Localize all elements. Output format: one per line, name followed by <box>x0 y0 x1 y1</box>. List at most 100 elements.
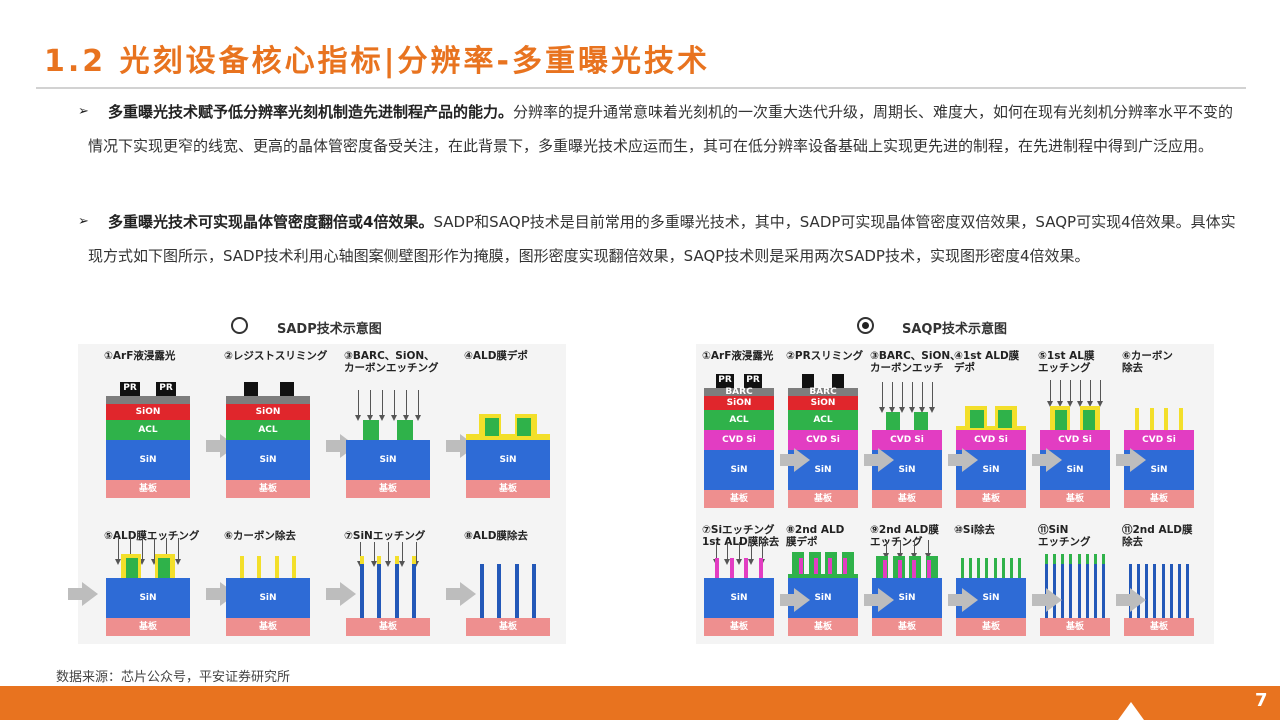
pr-block <box>832 374 844 388</box>
carbon-mandrel <box>517 418 532 436</box>
step-label: ③BARC、SiON、 カーボンエッチ <box>870 350 961 374</box>
layer-sub: 基板 <box>106 618 190 636</box>
ald2-spacer <box>1017 558 1021 578</box>
bullet-arrow-icon: ➢ <box>78 104 89 119</box>
layer-sub: 基板 <box>704 618 774 636</box>
si-mandrel <box>912 560 917 578</box>
page-title: 1.2 光刻设备核心指标|分辨率-多重曝光技术 <box>44 44 710 79</box>
layer-sion: SiON <box>788 396 858 410</box>
etch-ray-icon <box>415 390 421 421</box>
etch-ray-icon <box>403 390 409 421</box>
ald2-spacer <box>1093 554 1097 564</box>
process-arrow-icon <box>1116 588 1146 612</box>
layer-sub: 基板 <box>956 618 1026 636</box>
layer-sub: 基板 <box>106 480 190 498</box>
layer-sub: 基板 <box>1040 490 1110 508</box>
pr-block: PR <box>744 374 762 388</box>
si-mandrel <box>798 558 803 578</box>
layer-sub: 基板 <box>872 618 942 636</box>
layer-sub: 基板 <box>466 618 550 636</box>
process-arrow-icon <box>446 582 476 606</box>
etch-ray-icon <box>379 390 385 421</box>
step-label: ②PRスリミング <box>786 350 864 362</box>
step-label: ⑪SiN エッチング <box>1038 524 1091 548</box>
title-divider <box>36 87 1246 89</box>
step-label: ⑪2nd ALD膜 除去 <box>1122 524 1193 548</box>
spacer <box>412 556 417 564</box>
process-arrow-icon <box>1032 588 1062 612</box>
etch-ray-icon <box>911 540 917 559</box>
sin-line <box>479 564 484 618</box>
layer-cvd: CVD Si <box>788 430 858 450</box>
process-arrow-icon <box>1116 448 1146 472</box>
etch-ray-icon <box>929 382 935 413</box>
sin-line <box>359 564 364 618</box>
etch-ray-icon <box>736 542 742 565</box>
sin-line <box>1153 564 1157 618</box>
layer-sub: 基板 <box>346 618 430 636</box>
pr-block <box>280 382 294 396</box>
bullet-2-text: SADP和SAQP技术是目前常用的多重曝光技术，其中，SADP可实现晶体管密度双… <box>88 213 1236 265</box>
carbon-mandrel <box>1055 410 1068 430</box>
layer-acl: ACL <box>788 410 858 430</box>
ald2-spacer <box>1061 554 1065 564</box>
page-number: 7 <box>1255 690 1268 711</box>
process-arrow-icon <box>864 588 894 612</box>
layer-sin: SiN <box>704 578 774 618</box>
ald2-spacer <box>1085 554 1089 564</box>
si-mandrel <box>843 558 848 578</box>
etch-ray-icon <box>724 542 731 565</box>
step-label: ⑤ALD膜エッチング <box>104 530 200 542</box>
footer-bar <box>0 686 1280 720</box>
spacer <box>274 556 279 578</box>
step-label: ②レジストスリミング <box>224 350 328 362</box>
spacer <box>239 556 244 578</box>
etch-ray-icon <box>1057 380 1063 407</box>
layer-sub: 基板 <box>226 480 310 498</box>
layer-sub: 基板 <box>788 618 858 636</box>
layer-acl: ACL <box>106 420 190 440</box>
bullet-2-bold: 多重曝光技术可实现晶体管密度翻倍或4倍效果。 <box>108 213 434 231</box>
si-mandrel <box>828 558 833 578</box>
sadp-figure-label: SADP技术示意图 <box>277 322 382 337</box>
ald2-spacer <box>993 558 997 578</box>
etch-ray-icon <box>385 542 391 567</box>
layer-sub: 基板 <box>346 480 430 498</box>
layer-sion: SiON <box>704 396 774 410</box>
si-mandrel <box>927 560 932 578</box>
ald2-spacer <box>1077 554 1081 564</box>
radio-unselected-icon <box>231 317 248 334</box>
etch-ray-icon <box>747 542 754 565</box>
process-arrow-icon <box>948 448 978 472</box>
layer-barc: BARC <box>788 388 858 397</box>
process-arrow-icon <box>780 448 810 472</box>
etch-ray-icon <box>399 542 405 567</box>
sin-line <box>1093 564 1097 618</box>
layer-sub: 基板 <box>466 480 550 498</box>
bullet-paragraph-1: ➢ 多重曝光技术赋予低分辨率光刻机制造先进制程产品的能力。分辨率的提升通常意味着… <box>78 95 1238 163</box>
etch-ray-icon <box>355 390 361 421</box>
si-mandrel <box>813 558 818 578</box>
layer-cvd: CVD Si <box>1040 430 1110 450</box>
ald2-spacer <box>1053 554 1057 564</box>
step-label: ⑧ALD膜除去 <box>464 530 528 542</box>
si-mandrel <box>714 558 719 578</box>
etch-ray-icon <box>1097 380 1103 407</box>
step-label: ⑦SiNエッチング <box>344 530 426 542</box>
carbon-mandrel <box>970 410 984 428</box>
ald2-spacer <box>961 558 965 578</box>
etch-ray-icon <box>175 538 181 565</box>
spacer <box>1179 408 1184 430</box>
carbon-mandrel <box>914 412 928 430</box>
carbon-mandrel <box>1082 410 1095 430</box>
layer-barc: BARC <box>704 388 774 397</box>
etch-ray-icon <box>925 540 931 559</box>
si-mandrel <box>729 558 734 578</box>
etch-ray-icon <box>391 390 397 421</box>
pr-block <box>802 374 814 388</box>
spacer <box>257 556 262 578</box>
bullet-paragraph-2: ➢ 多重曝光技术可实现晶体管密度翻倍或4倍效果。SADP和SAQP技术是目前常用… <box>78 205 1238 273</box>
step-label: ④ALD膜デポ <box>464 350 528 362</box>
